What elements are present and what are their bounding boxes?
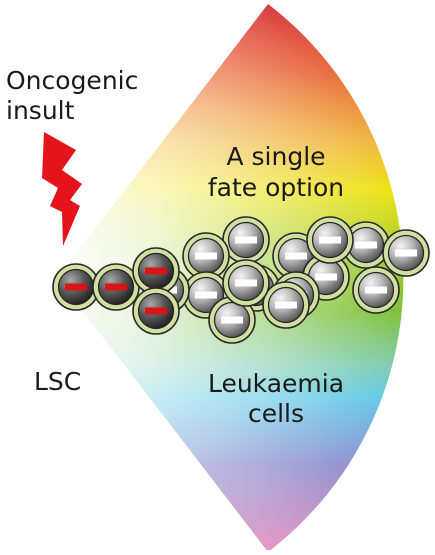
cells-layer	[52, 216, 430, 344]
white-marker-bar	[221, 316, 243, 324]
leukaemia-cell	[182, 232, 230, 280]
leukaemia-cells-label: Leukaemia cells	[208, 369, 344, 428]
lsc-cell	[52, 263, 100, 311]
white-marker-bar	[235, 236, 257, 244]
leukaemia-cell	[306, 216, 354, 264]
fate-label-line2: fate option	[208, 173, 344, 202]
leukaemia-label-line2: cells	[248, 399, 304, 428]
leukaemia-cell	[352, 266, 400, 314]
white-marker-bar	[235, 279, 257, 287]
white-marker-bar	[365, 286, 387, 294]
oncogenic-label-line2: insult	[6, 96, 75, 125]
oncogenic-insult-label: Oncogenic insult	[6, 66, 138, 125]
white-marker-bar	[395, 249, 417, 257]
leukaemia-cell	[222, 259, 270, 307]
oncogenic-label-line1: Oncogenic	[6, 66, 138, 95]
leukaemia-label-line1: Leukaemia	[208, 369, 344, 398]
lsc-cell	[132, 287, 180, 335]
red-marker-bar	[145, 307, 167, 315]
fate-label-line1: A single	[226, 142, 325, 171]
leukaemia-cell	[262, 281, 310, 329]
white-marker-bar	[195, 252, 217, 260]
white-marker-bar	[275, 301, 297, 309]
red-marker-bar	[105, 283, 127, 291]
lsc-label: LSC	[34, 367, 81, 396]
lsc-cell	[132, 247, 180, 295]
fate-option-label: A single fate option	[208, 142, 344, 202]
red-marker-bar	[65, 283, 87, 291]
lsc-cell	[92, 263, 140, 311]
lightning-bolt-icon	[42, 132, 82, 246]
white-marker-bar	[315, 273, 337, 281]
leukaemia-cell	[208, 296, 256, 344]
red-marker-bar	[145, 267, 167, 275]
white-marker-bar	[355, 241, 377, 249]
white-marker-bar	[319, 236, 341, 244]
white-marker-bar	[195, 291, 217, 299]
leukaemia-cell	[222, 216, 270, 264]
white-marker-bar	[285, 252, 307, 260]
leukaemia-cell	[382, 229, 430, 277]
